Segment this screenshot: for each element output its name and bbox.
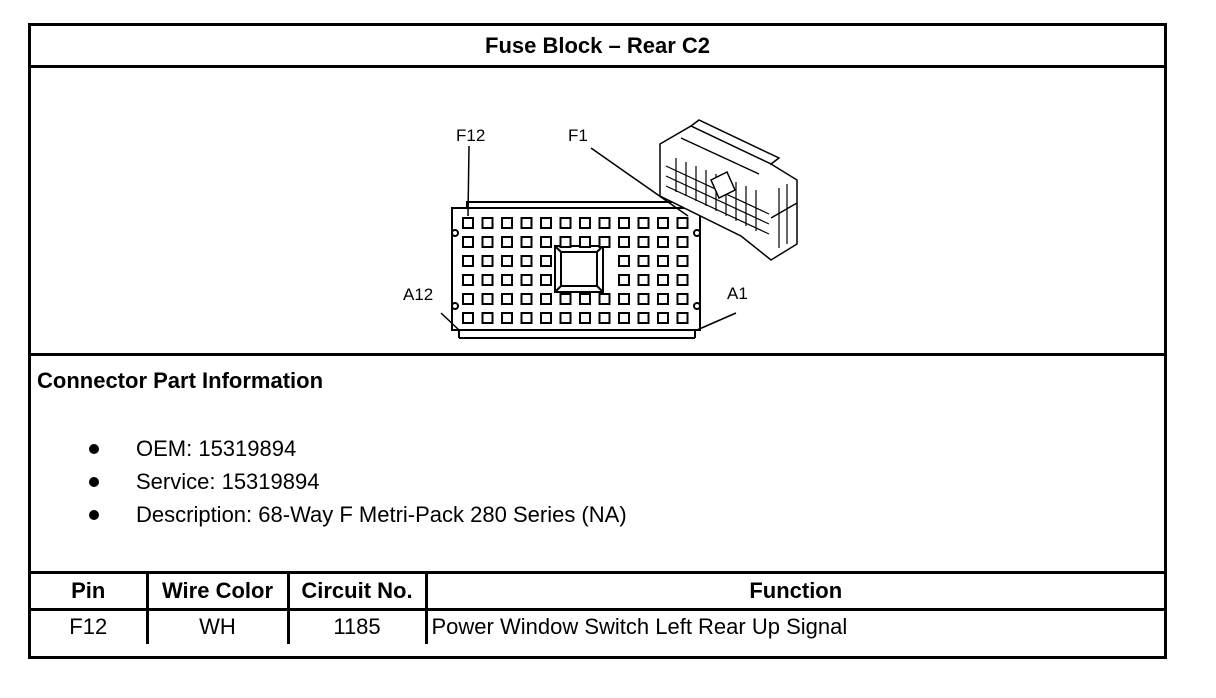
cavity [559, 293, 572, 305]
connector-info-heading: Connector Part Information [37, 368, 324, 393]
cavity [520, 217, 533, 229]
connector-info-list: OEM: 15319894 Service: 15319894 Descript… [31, 432, 627, 531]
cavity [540, 293, 552, 305]
cavity [598, 217, 611, 229]
cavity [501, 255, 513, 267]
cavity [462, 274, 474, 286]
pinout-table: Pin Wire Color Circuit No. Function F12 … [31, 574, 1164, 644]
cavity [657, 293, 669, 305]
cavity [618, 255, 630, 267]
cavity [462, 255, 474, 267]
bullet-icon [89, 444, 99, 454]
cavity [579, 293, 591, 305]
cavity [501, 312, 513, 324]
cavity [637, 217, 650, 229]
header-wire-color: Wire Color [145, 574, 290, 611]
cavity [462, 217, 474, 229]
cavity [618, 217, 630, 229]
cavity [559, 312, 572, 324]
page-title: Fuse Block – Rear C2 [31, 26, 1164, 68]
list-item-oem: OEM: 15319894 [31, 432, 627, 465]
cavity [676, 312, 689, 324]
cavity [481, 217, 494, 229]
header-function: Function [424, 574, 1164, 611]
cavity [637, 312, 650, 324]
cavity [657, 217, 669, 229]
label-f1: F1 [568, 126, 588, 145]
bullet-icon [89, 477, 99, 487]
cavity [462, 312, 474, 324]
cavity [559, 236, 572, 248]
cavity [657, 255, 669, 267]
cavity [637, 236, 650, 248]
cavity [462, 236, 474, 248]
connector-diagram: F12 F1 A12 A1 [31, 68, 1164, 356]
cell-wire-color: WH [145, 607, 290, 644]
cavity [501, 274, 513, 286]
cavity [598, 236, 611, 248]
connector-part-information: Connector Part Information OEM: 15319894… [31, 356, 1164, 574]
cell-circuit-no: 1185 [286, 607, 428, 644]
cavity [637, 274, 650, 286]
leader-lines [440, 145, 737, 331]
cavity [501, 293, 513, 305]
label-f12: F12 [456, 126, 485, 145]
cavity [657, 236, 669, 248]
cavity [676, 236, 689, 248]
table-row: F12 WH 1185 Power Window Switch Left Rea… [31, 607, 1164, 644]
cavity [462, 293, 474, 305]
cavity [540, 236, 552, 248]
cavity [598, 312, 611, 324]
cavity [579, 312, 591, 324]
cavity [637, 293, 650, 305]
cavity [618, 293, 630, 305]
cavity [559, 217, 572, 229]
table-header-row: Pin Wire Color Circuit No. Function [31, 574, 1164, 611]
cavity [579, 217, 591, 229]
cavity [481, 293, 494, 305]
list-item-service: Service: 15319894 [31, 465, 627, 498]
cavity [676, 255, 689, 267]
cell-pin: F12 [31, 607, 149, 644]
cavity [501, 236, 513, 248]
cavity [520, 255, 533, 267]
cavity-grid [462, 217, 689, 324]
cavity [618, 312, 630, 324]
connector-document-frame: Fuse Block – Rear C2 [28, 23, 1167, 659]
cavity [598, 293, 611, 305]
cavity [481, 274, 494, 286]
cavity [520, 274, 533, 286]
cavity [520, 236, 533, 248]
cavity [540, 255, 552, 267]
cavity [676, 293, 689, 305]
list-item-description: Description: 68-Way F Metri-Pack 280 Ser… [31, 498, 627, 531]
label-a1: A1 [727, 284, 748, 303]
header-circuit-no: Circuit No. [286, 574, 428, 611]
cell-function: Power Window Switch Left Rear Up Signal [424, 607, 1164, 644]
cavity [540, 312, 552, 324]
connector-housing [451, 207, 701, 331]
cavity [520, 293, 533, 305]
cavity [520, 312, 533, 324]
cavity [637, 255, 650, 267]
cavity [676, 217, 689, 229]
connector-isometric-view [659, 119, 798, 261]
bullet-icon [89, 510, 99, 520]
label-a12: A12 [403, 285, 433, 304]
cavity [481, 255, 494, 267]
cavity [657, 312, 669, 324]
cavity [657, 274, 669, 286]
cavity [618, 274, 630, 286]
connector-diagram-svg: F12 F1 A12 A1 [403, 119, 798, 339]
cavity [501, 217, 513, 229]
cavity [481, 236, 494, 248]
cavity [481, 312, 494, 324]
cavity [540, 274, 552, 286]
header-pin: Pin [31, 574, 149, 611]
cavity [579, 236, 591, 248]
cavity [618, 236, 630, 248]
cavity [676, 274, 689, 286]
cavity [540, 217, 552, 229]
